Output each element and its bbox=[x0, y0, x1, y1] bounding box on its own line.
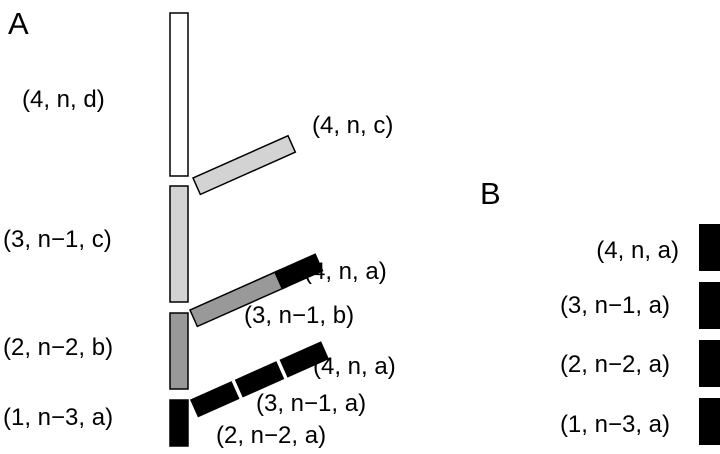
b-block-3-a bbox=[699, 282, 720, 329]
branch-mid-label-3: (3, n−1, b) bbox=[244, 302, 354, 329]
branch-mid-block-4-a bbox=[273, 253, 324, 290]
stack-block-4-d bbox=[169, 12, 189, 177]
branch-mid-label-4: (4, n, a) bbox=[304, 258, 387, 285]
stack-label-1: (1, n−3, a) bbox=[3, 404, 113, 431]
panel-b-letter: B bbox=[480, 176, 501, 211]
stack-label-4: (4, n, d) bbox=[22, 86, 105, 113]
branch-bot-label-2: (2, n−2, a) bbox=[216, 422, 326, 449]
stack-block-3-c bbox=[169, 185, 189, 303]
branch-bot-label-4: (4, n, a) bbox=[313, 353, 396, 380]
branch-top-label: (4, n, c) bbox=[312, 112, 393, 139]
panel-a-letter: A bbox=[8, 6, 29, 41]
b-block-4-a bbox=[699, 224, 720, 271]
stack-block-1-a bbox=[169, 399, 189, 447]
branch-bot-block-2-a bbox=[190, 381, 240, 418]
branch-bot-label-3: (3, n−1, a) bbox=[256, 390, 366, 417]
stack-label-2: (2, n−2, b) bbox=[3, 334, 113, 361]
b-label-1: (1, n−3, a) bbox=[560, 411, 670, 438]
b-label-4: (4, n, a) bbox=[596, 237, 679, 264]
branch-bot-block-3-a bbox=[234, 361, 285, 398]
b-block-2-a bbox=[699, 340, 720, 387]
branch-bot-block-4-a bbox=[279, 341, 330, 378]
b-label-2: (2, n−2, a) bbox=[560, 351, 670, 378]
branch-top-block-4-c bbox=[192, 134, 297, 196]
b-label-3: (3, n−1, a) bbox=[560, 292, 670, 319]
stack-block-2-b bbox=[169, 312, 189, 390]
b-block-1-a bbox=[699, 398, 720, 445]
stack-label-3: (3, n−1, c) bbox=[3, 226, 112, 253]
